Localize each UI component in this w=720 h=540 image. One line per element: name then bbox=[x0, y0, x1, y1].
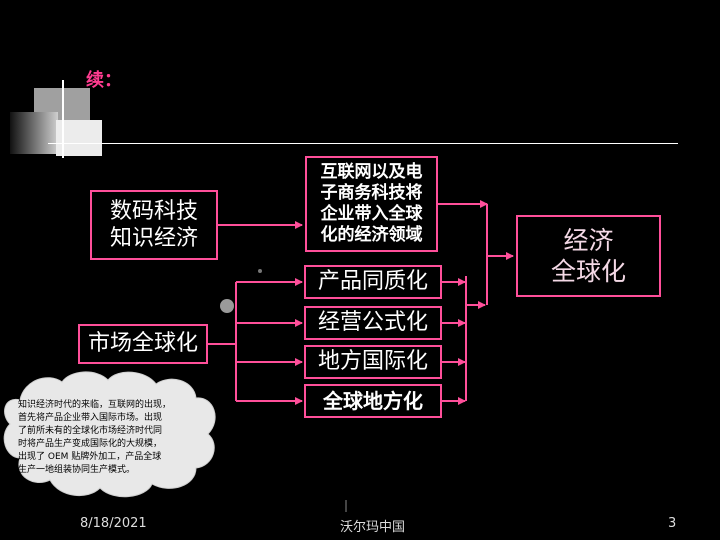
box-local-internationalization: 地方国际化 bbox=[304, 345, 442, 379]
decor-vertical-line bbox=[62, 80, 64, 158]
box-product-homogenization: 产品同质化 bbox=[304, 265, 442, 299]
decor-dot-large bbox=[220, 299, 234, 313]
decor-dot-small bbox=[258, 269, 262, 273]
box-internet-ecommerce: 互联网以及电 子商务科技将 企业带入全球 化的经济领域 bbox=[305, 156, 438, 252]
decor-horizontal-line bbox=[48, 143, 678, 144]
box-market-globalization: 市场全球化 bbox=[78, 324, 208, 364]
box-economic-globalization: 经济 全球化 bbox=[516, 215, 661, 297]
box-global-localization: 全球地方化 bbox=[304, 384, 442, 418]
slide-title: 续： bbox=[86, 70, 122, 91]
footer-page-number: 3 bbox=[668, 516, 677, 531]
decor-square-dark bbox=[10, 112, 58, 154]
footer-company: 沃尔玛中国 bbox=[340, 520, 406, 535]
note-cloud-text: 知识经济时代的来临，互联网的出现， 首先将产品企业带入国际市场。出现 了前所未有… bbox=[18, 400, 172, 475]
note-cloud bbox=[3, 371, 216, 498]
footer-date: 8/18/2021 bbox=[80, 516, 147, 531]
box-business-formula: 经营公式化 bbox=[304, 306, 442, 340]
box-digital-tech: 数码科技 知识经济 bbox=[90, 190, 218, 260]
